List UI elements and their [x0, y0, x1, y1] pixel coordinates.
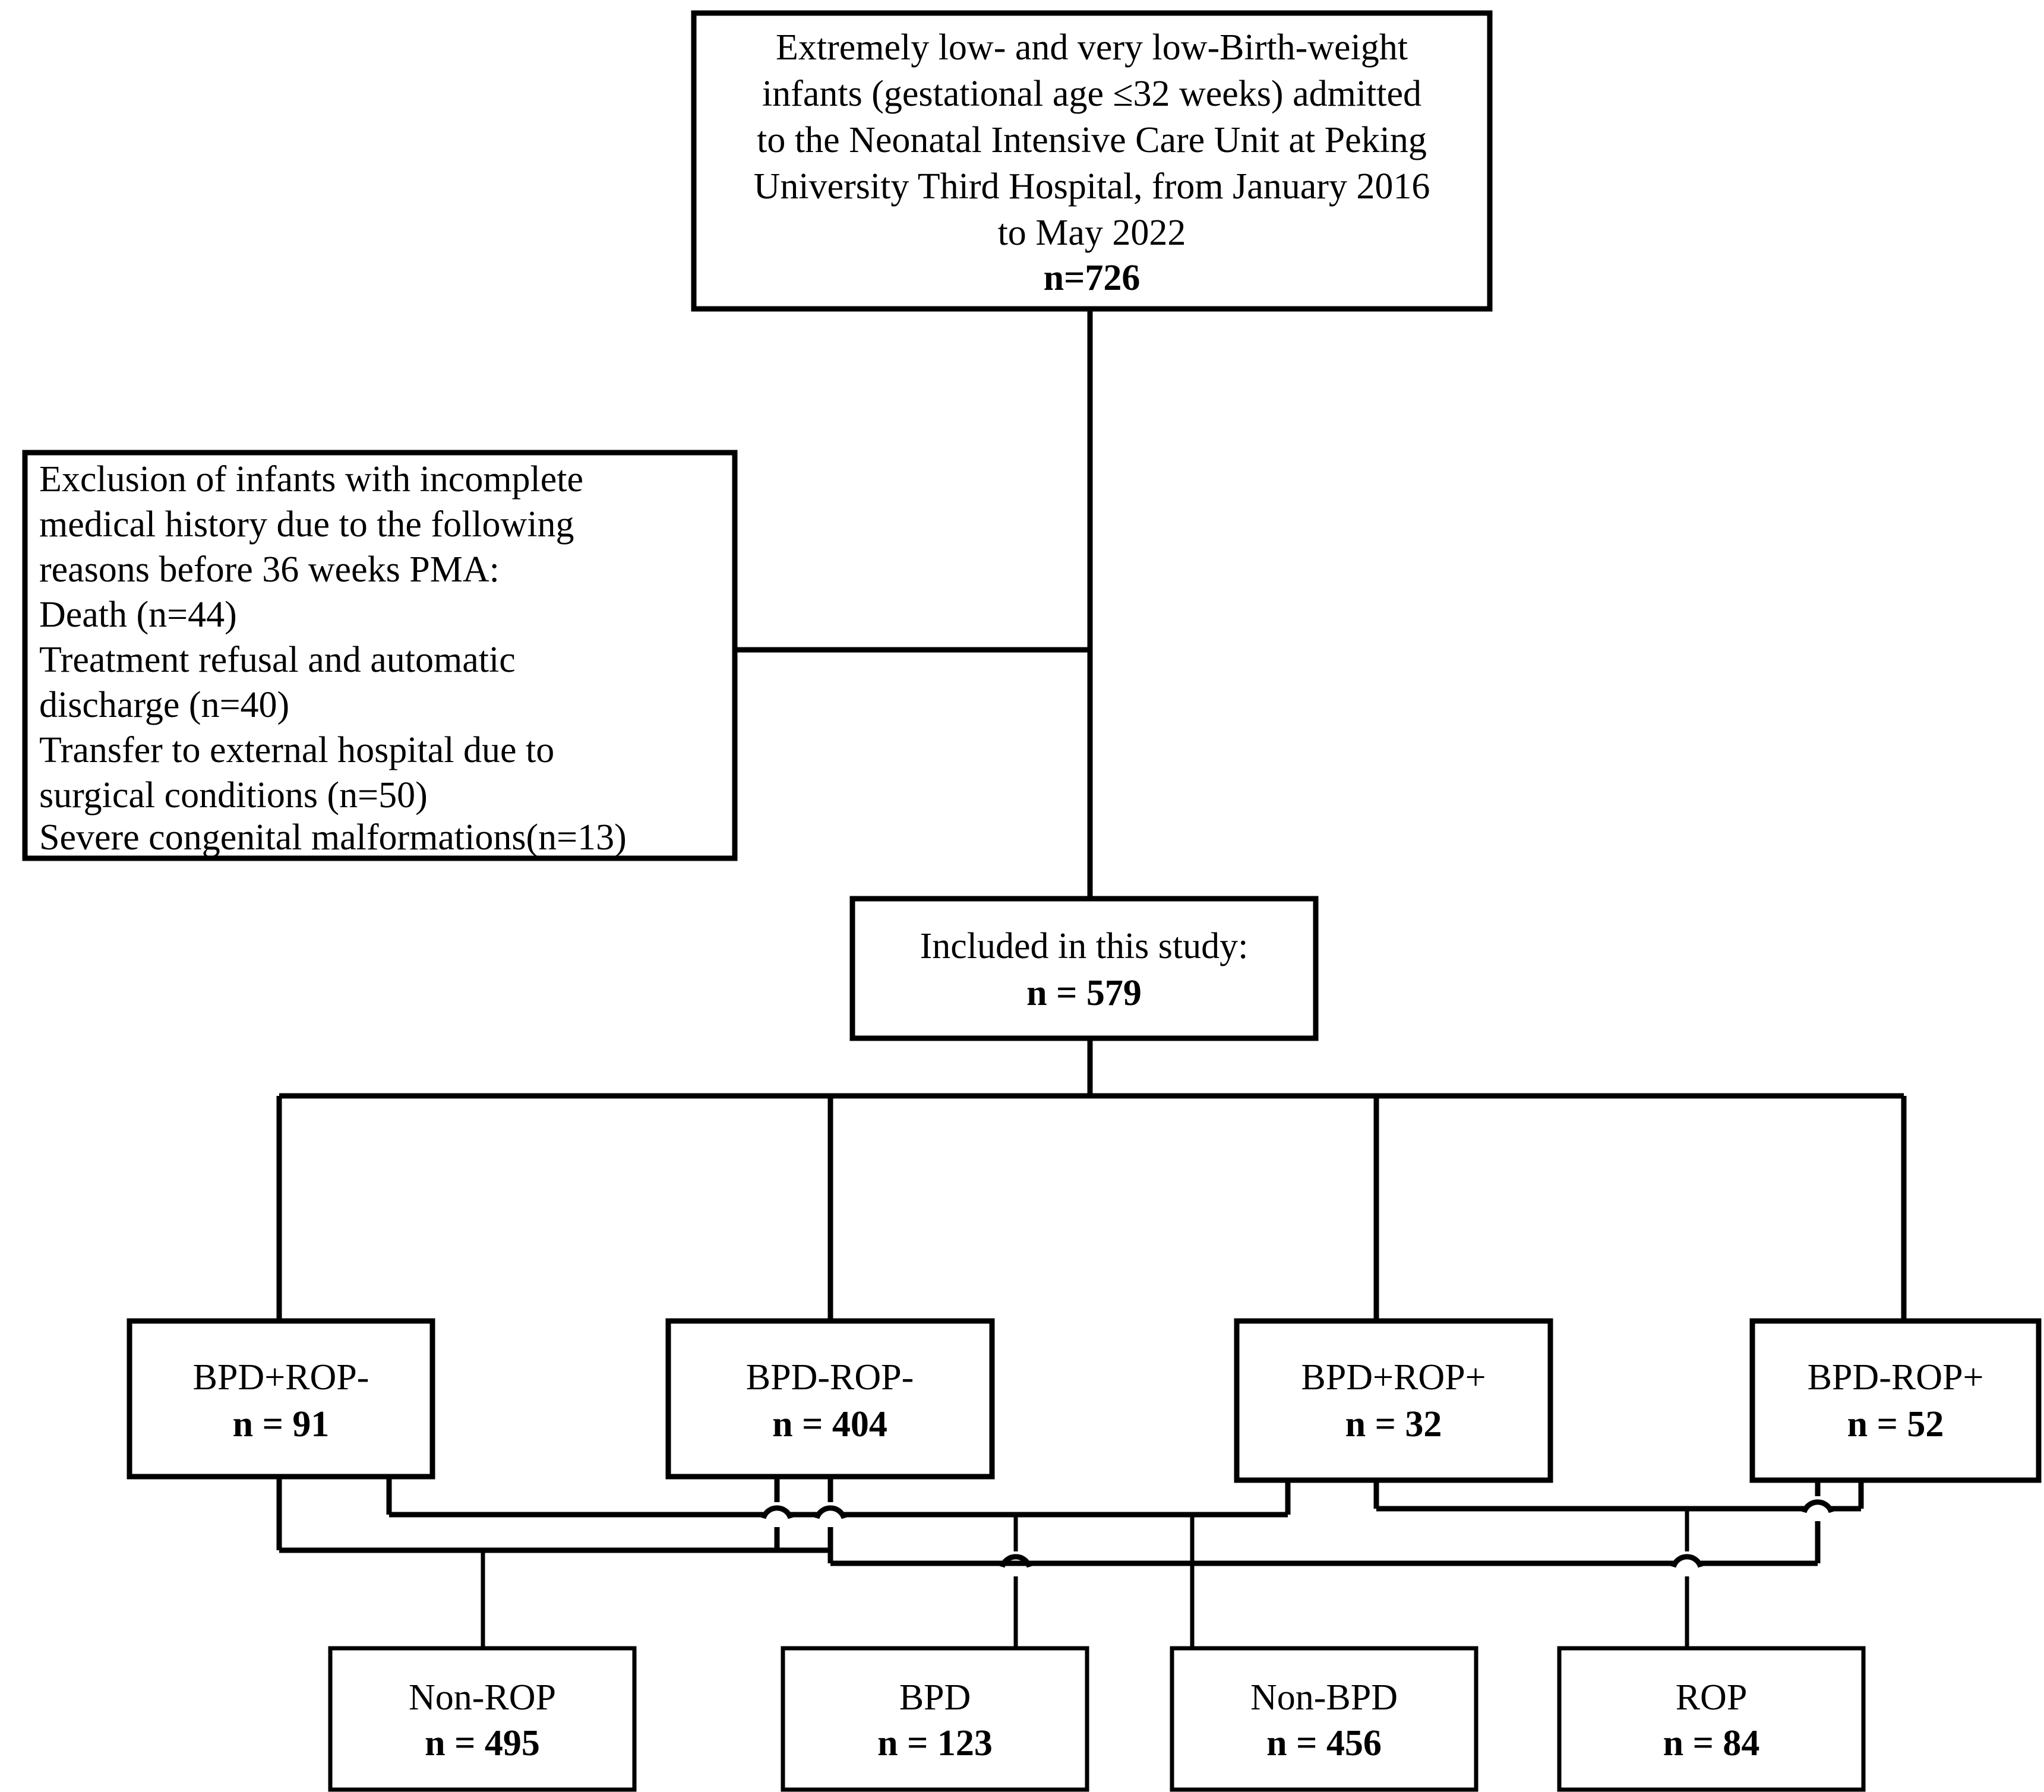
outcome-box-1-label: Non-ROP [409, 1677, 556, 1718]
exclusion-line-3: reasons before 36 weeks PMA: [39, 549, 500, 590]
outcome-box-4-label: ROP [1676, 1677, 1748, 1718]
group-box-bpd-neg-rop-pos: BPD-ROP+ n = 52 [1749, 1318, 2042, 1483]
group-box-3-count: n = 32 [1345, 1404, 1442, 1445]
exclusion-line-5: Treatment refusal and automatic [39, 640, 516, 680]
source-box-outline [691, 10, 1493, 312]
group-box-1-label: BPD+ROP- [193, 1357, 369, 1398]
group-box-bpd-pos-rop-neg: BPD+ROP- n = 91 [127, 1318, 435, 1480]
outcome-box-4-outline [1557, 1646, 1866, 1792]
group-box-4-label: BPD-ROP+ [1808, 1357, 1984, 1398]
outcome-box-2-label: BPD [899, 1677, 971, 1718]
group-box-2-label: BPD-ROP- [746, 1357, 914, 1398]
exclusion-line-6: discharge (n=40) [39, 685, 289, 725]
outcome-box-3-count: n = 456 [1266, 1723, 1382, 1763]
included-box-outline [849, 896, 1319, 1041]
source-box: Extremely low- and very low-Birth-weight… [691, 10, 1493, 312]
outcome-box-1-outline [328, 1646, 637, 1792]
connector-layer [276, 309, 1907, 1648]
outcome-box-non-rop: Non-ROP n = 495 [328, 1646, 637, 1792]
hop-arc-group2-b [814, 1505, 847, 1519]
source-box-line-4: University Third Hospital, from January … [754, 166, 1430, 207]
outcome-box-2-count: n = 123 [877, 1723, 993, 1763]
outcome-box-non-bpd: Non-BPD n = 456 [1170, 1646, 1478, 1792]
exclusion-line-9: Severe congenital malformations(n=13) [39, 817, 627, 858]
exclusion-line-1: Exclusion of infants with incomplete [39, 459, 583, 500]
group-box-3-outline [1234, 1318, 1553, 1483]
exclusion-line-7: Transfer to external hospital due to [39, 730, 554, 770]
source-box-line-2: infants (gestational age ≤32 weeks) admi… [762, 74, 1421, 114]
group-box-1-outline [127, 1318, 435, 1480]
outcome-box-3-outline [1170, 1646, 1478, 1792]
group-box-bpd-neg-rop-neg: BPD-ROP- n = 404 [665, 1318, 995, 1480]
outcome-box-1-count: n = 495 [425, 1723, 540, 1763]
group-box-2-count: n = 404 [772, 1404, 887, 1445]
exclusion-line-8: surgical conditions (n=50) [39, 775, 428, 816]
group-box-bpd-pos-rop-pos: BPD+ROP+ n = 32 [1234, 1318, 1553, 1483]
hop-arc-bpd-box [999, 1554, 1032, 1568]
hop-arc-group4 [1801, 1499, 1834, 1513]
included-box-label: Included in this study: [920, 926, 1249, 966]
included-box: Included in this study: n = 579 [849, 896, 1319, 1041]
group-box-4-outline [1749, 1318, 2042, 1483]
group-box-3-label: BPD+ROP+ [1301, 1357, 1486, 1398]
exclusion-line-4: Death (n=44) [39, 595, 237, 635]
outcome-box-3-label: Non-BPD [1250, 1677, 1398, 1718]
outcome-box-bpd: BPD n = 123 [781, 1646, 1089, 1792]
source-box-line-3: to the Neonatal Intensive Care Unit at P… [757, 120, 1427, 160]
source-box-count: n=726 [1044, 258, 1141, 298]
exclusion-line-2: medical history due to the following [39, 504, 574, 545]
source-box-line-5: to May 2022 [998, 213, 1186, 253]
exclusion-box: Exclusion of infants with incomplete med… [22, 450, 738, 861]
hop-arc-rop-box [1670, 1554, 1704, 1568]
outcome-box-rop: ROP n = 84 [1557, 1646, 1866, 1792]
source-box-line-1: Extremely low- and very low-Birth-weight [776, 27, 1408, 68]
hop-arc-group2-a [760, 1505, 794, 1519]
included-box-count: n = 579 [1026, 973, 1142, 1013]
outcome-box-4-count: n = 84 [1663, 1723, 1760, 1763]
group-box-2-outline [665, 1318, 995, 1480]
exclusion-box-outline [22, 450, 738, 861]
group-box-4-count: n = 52 [1847, 1404, 1944, 1445]
outcome-box-2-outline [781, 1646, 1089, 1792]
group-box-1-count: n = 91 [233, 1404, 330, 1445]
